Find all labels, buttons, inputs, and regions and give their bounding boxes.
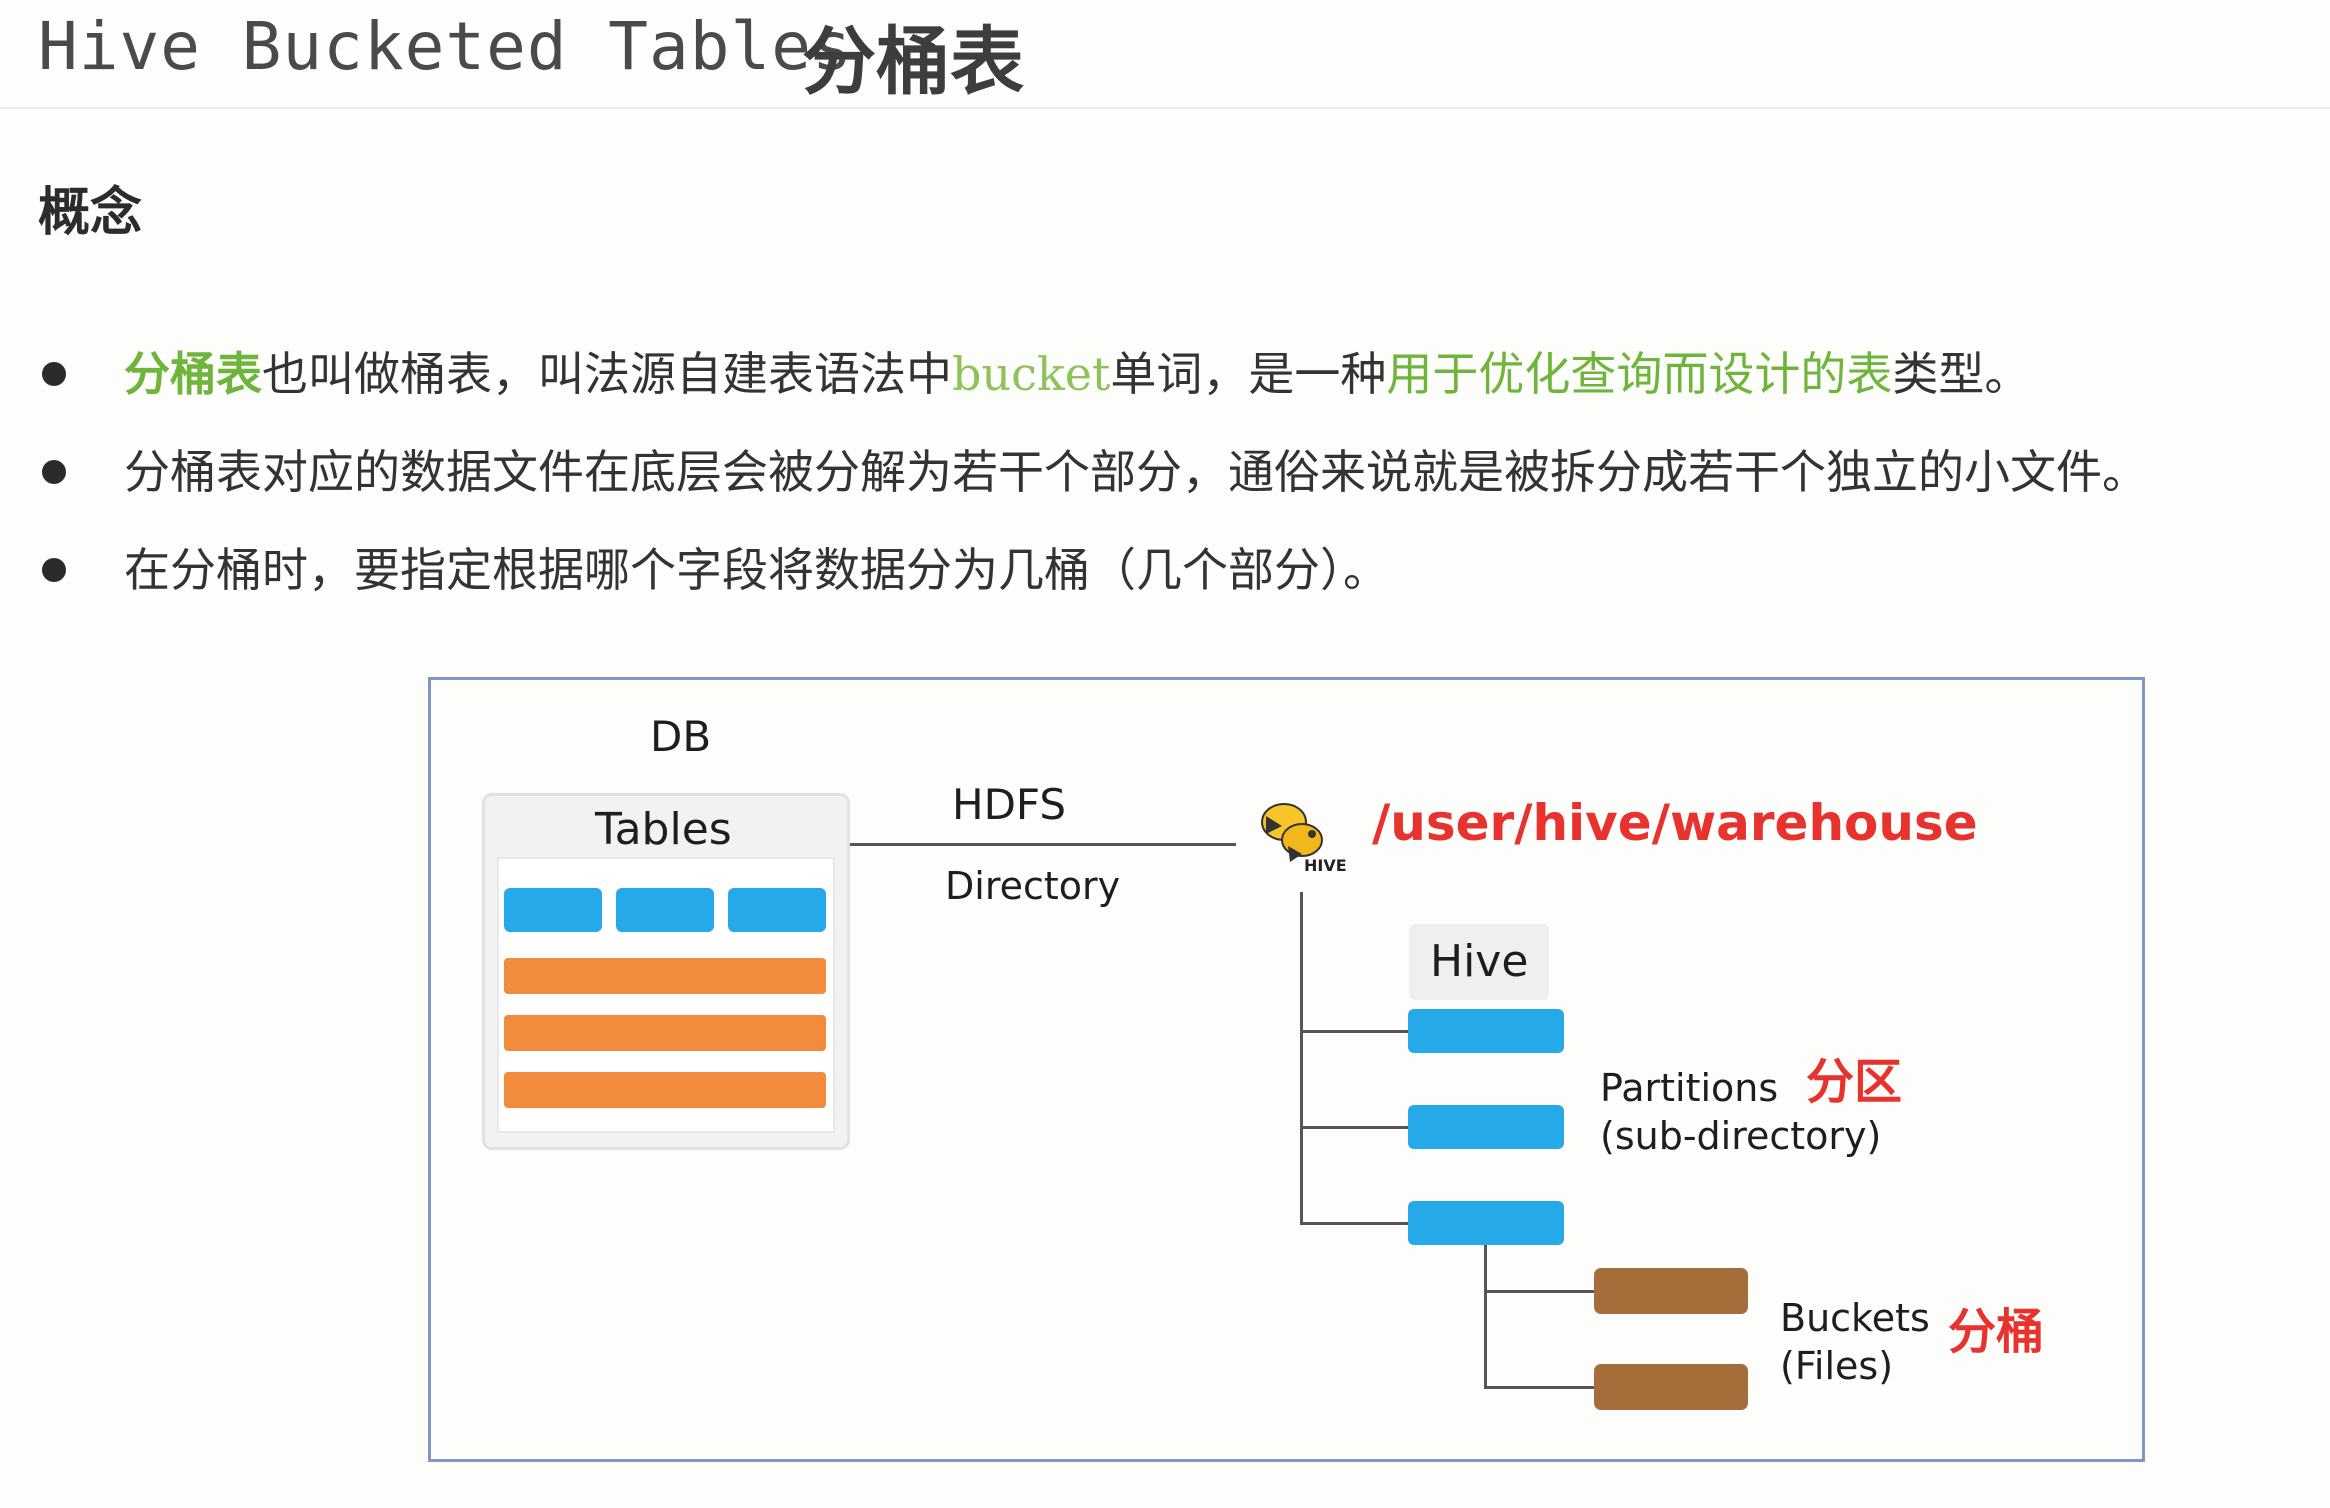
section-heading: 概念 <box>38 183 143 243</box>
bucket-branch-line <box>1484 1290 1596 1293</box>
slide-title-en: Hive Bucketed Tables <box>38 8 853 85</box>
bullet-dot-icon <box>42 460 66 484</box>
bucket-file-block <box>1594 1268 1748 1314</box>
buckets-zh-label: 分桶 <box>1948 1304 2045 1360</box>
bucket-trunk-line <box>1484 1245 1487 1389</box>
bucket-branch-line <box>1484 1386 1596 1389</box>
keyword-bucket: bucket <box>952 347 1111 401</box>
hive-folder-box <box>1409 924 1549 1000</box>
table-row-block <box>504 1015 826 1051</box>
highlight-phrase: 用于优化查询而设计的表 <box>1386 347 1893 401</box>
connector-line <box>850 843 1236 846</box>
slide-header: Hive Bucketed Tables 分桶表 <box>0 0 2330 109</box>
table-column-block <box>728 888 826 932</box>
bullet-text-segment: 单词，是一种 <box>1110 347 1387 401</box>
partitions-sub-label: (sub-directory) <box>1600 1114 1882 1158</box>
table-row-block <box>504 958 826 994</box>
bullet-text-1: 分桶表也叫做桶表，叫法源自建表语法中bucket单词，是一种用于优化查询而设计的… <box>124 344 2030 404</box>
tree-branch-line <box>1300 1126 1410 1129</box>
partition-block <box>1408 1009 1564 1053</box>
bullet-text-3: 在分桶时，要指定根据哪个字段将数据分为几桶（几个部分）。 <box>124 543 1389 597</box>
table-column-block <box>504 888 602 932</box>
bullet-text-2: 分桶表对应的数据文件在底层会被分解为若干个部分，通俗来说就是被拆分成若干个独立的… <box>124 445 2148 499</box>
bullet-text-segment: 也叫做桶表，叫法源自建表语法中 <box>262 347 952 401</box>
slide-title-zh: 分桶表 <box>802 19 1024 105</box>
bullet-dot-icon <box>42 362 66 386</box>
diagram-frame <box>428 677 2145 1462</box>
highlight-term: 分桶表 <box>124 347 262 401</box>
hive-logo-text: HIVE <box>1304 856 1347 875</box>
table-row-block <box>504 1072 826 1108</box>
partitions-label: Partitions <box>1600 1066 1779 1110</box>
hdfs-label: HDFS <box>952 780 1067 829</box>
tree-branch-line <box>1300 1222 1410 1225</box>
bullet-dot-icon <box>42 558 66 582</box>
table-column-block <box>616 888 714 932</box>
hive-folder-label: Hive <box>1430 936 1529 987</box>
partition-block <box>1408 1201 1564 1245</box>
tables-label: Tables <box>595 804 732 855</box>
tree-trunk-line <box>1300 892 1303 1224</box>
warehouse-path: /user/hive/warehouse <box>1372 794 1978 852</box>
directory-label: Directory <box>945 864 1121 908</box>
partition-block <box>1408 1105 1564 1149</box>
tree-branch-line <box>1300 1030 1410 1033</box>
bucket-file-block <box>1594 1364 1748 1410</box>
hive-logo-icon <box>1252 796 1342 876</box>
buckets-label: Buckets <box>1780 1296 1930 1340</box>
db-label: DB <box>650 712 712 761</box>
buckets-sub-label: (Files) <box>1780 1344 1894 1388</box>
partitions-zh-label: 分区 <box>1806 1054 1903 1110</box>
bullet-text-segment: 类型。 <box>1892 347 2031 401</box>
